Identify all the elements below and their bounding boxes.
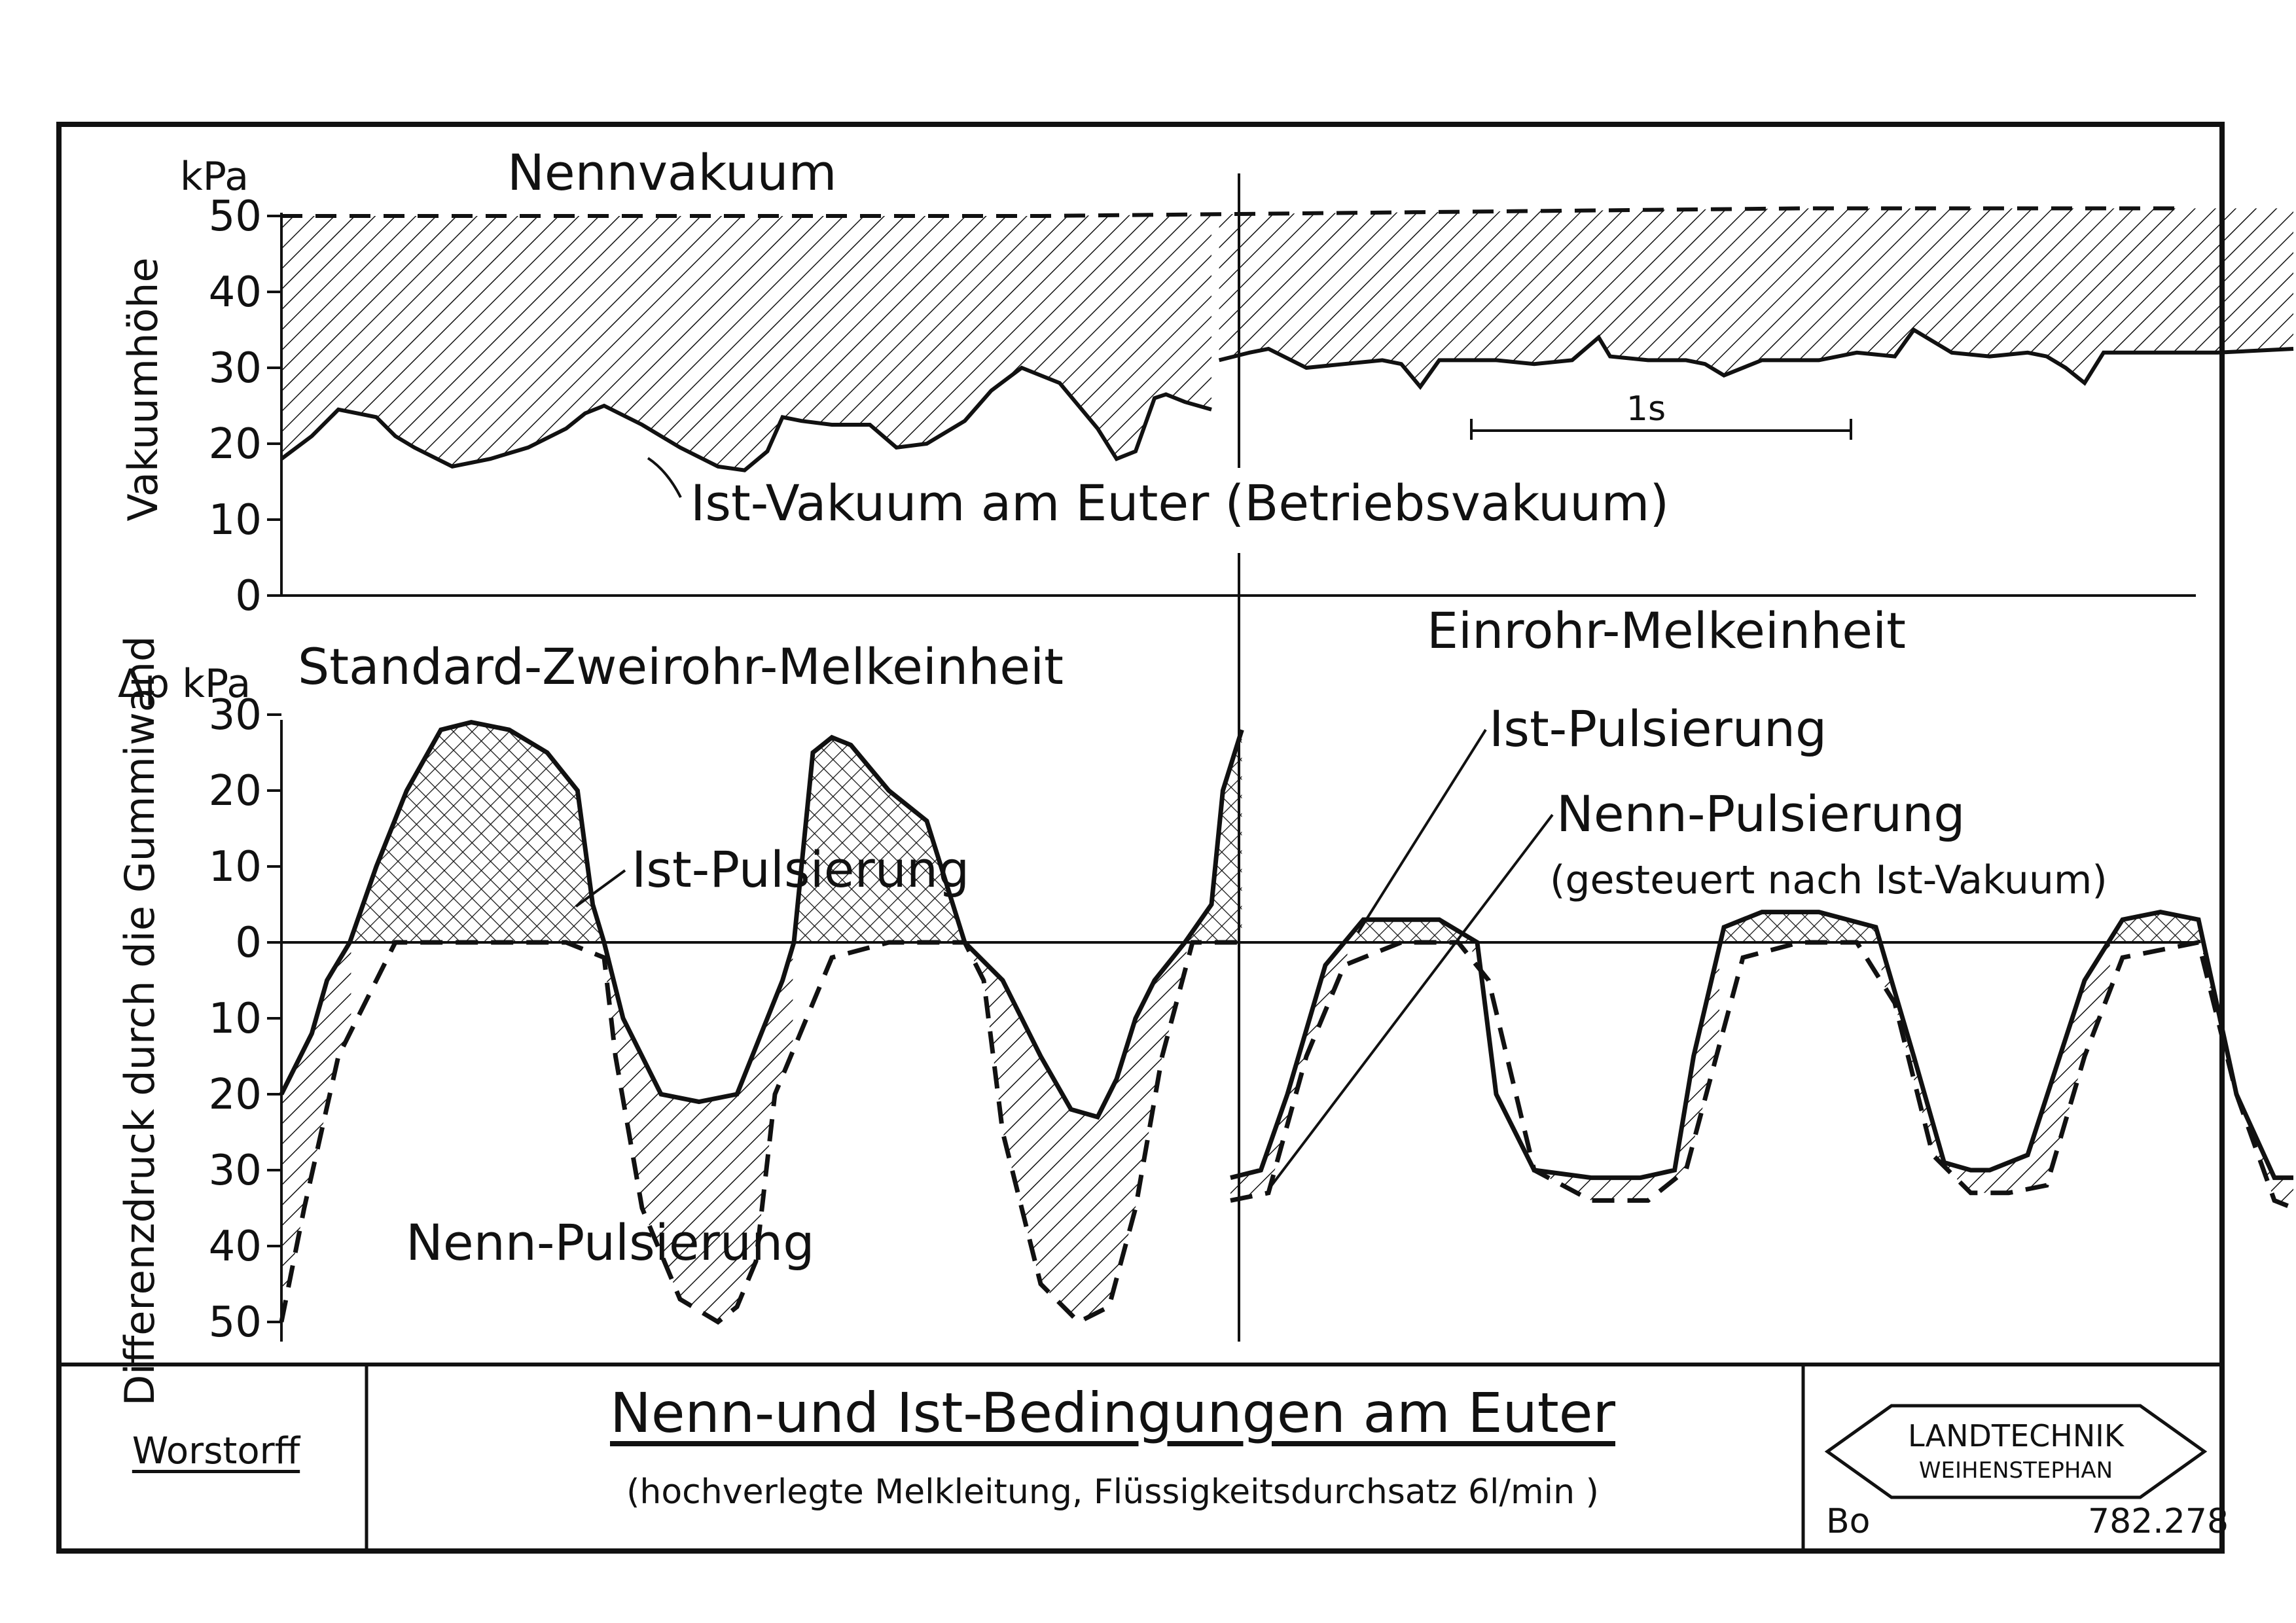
code-right: 782.278	[2088, 1502, 2229, 1541]
einrohr-nenn-label: Nenn-Pulsierung	[1556, 785, 1965, 843]
einrohr-ist-label: Ist-Pulsierung	[1489, 700, 1827, 758]
time-scale-label: 1s	[1626, 389, 1666, 429]
vacuum-deficit-area-left	[281, 214, 1211, 470]
ist-pulsierung-positive-area	[351, 722, 1242, 942]
einrohr-nenn-sublabel: (gesteuert nach Ist-Vakuum)	[1550, 857, 2108, 903]
vacuum-y-axis-label: Vakuumhöhe	[119, 257, 167, 521]
pulsation-y-tick-label: 50	[209, 1298, 262, 1347]
series-line-nennvakuum	[281, 206, 2179, 218]
einrohr-panel-title: Einrohr-Melkeinheit	[1427, 601, 1906, 660]
pulsation-y-tick-label: 30	[209, 691, 262, 740]
series-line-ist-vakuum-einrohr	[1218, 327, 2294, 390]
pulsation-y-tick-label: 30	[209, 1147, 262, 1195]
series-line-nenn-pulsierung	[279, 940, 1242, 1325]
pulsation-y-axis-label: Differenzdruck durch die Gummiwand	[116, 636, 164, 1406]
figure-subtitle: (hochverlegte Melkleitung, Flüssigkeitsd…	[626, 1472, 1599, 1512]
standard-panel-title: Standard-Zweirohr-Melkeinheit	[298, 637, 1064, 696]
pulsation-y-tick-label: 40	[209, 1222, 262, 1271]
vacuum-unit-label: kPa	[180, 154, 249, 200]
einrohr-deficit-area	[1230, 938, 2293, 1208]
vacuum-deficit-area-right	[1219, 208, 2293, 382]
pulsation-unit-label: Δp kPa	[118, 661, 251, 707]
pulsierung-deficit-area	[281, 938, 1187, 1322]
nenn-pulsierung-label: Nenn-Pulsierung	[406, 1213, 814, 1272]
series-line-ist-vakuum	[280, 365, 1212, 473]
ist-pulsierung-leader	[575, 869, 626, 908]
ist-vakuum-leader	[647, 457, 682, 498]
einrohr-ist-leader	[1357, 728, 1487, 934]
pulsation-y-tick-label: 10	[209, 843, 262, 891]
einrohr-nenn-leader	[1268, 813, 1554, 1189]
einrohr-positive-area	[1344, 912, 2203, 942]
vacuum-y-tick-label: 50	[209, 192, 262, 241]
author-name: Worstorff	[132, 1430, 300, 1472]
vacuum-title: Nennvakuum	[507, 143, 837, 202]
landtechnik-logo: LANDTECHNIK WEIHENSTEPHAN	[1824, 1404, 2208, 1499]
vacuum-y-tick-label: 40	[209, 268, 262, 317]
time-scale-bar	[1470, 419, 1852, 440]
pulsation-y-tick-label: 10	[209, 995, 262, 1043]
ist-vakuum-annotation: Ist-Vakuum am Euter (Betriebsvakuum)	[691, 474, 1669, 532]
pulsation-y-tick-label: 20	[209, 767, 262, 815]
vacuum-y-tick-label: 0	[235, 572, 262, 620]
vacuum-y-tick-label: 10	[209, 496, 262, 544]
series-line-nenn-pulsierung-einrohr	[1230, 939, 2295, 1211]
svg-text:LANDTECHNIK: LANDTECHNIK	[1908, 1418, 2125, 1454]
outer-frame	[56, 122, 2225, 1554]
series-line-ist-pulsierung-einrohr	[1230, 910, 2293, 1181]
figure-title: Nenn-und Ist-Bedingungen am Euter	[610, 1381, 1615, 1445]
pulsation-y-tick-label: 0	[235, 919, 262, 967]
ist-pulsierung-label: Ist-Pulsierung	[632, 840, 969, 899]
vacuum-y-tick-label: 20	[209, 420, 262, 469]
pulsation-y-tick-label: 20	[209, 1071, 262, 1119]
series-line-ist-pulsierung	[279, 720, 1244, 1120]
code-left: Bo	[1826, 1502, 1871, 1541]
svg-text:WEIHENSTEPHAN: WEIHENSTEPHAN	[1919, 1457, 2113, 1484]
vacuum-y-tick-label: 30	[209, 344, 262, 393]
